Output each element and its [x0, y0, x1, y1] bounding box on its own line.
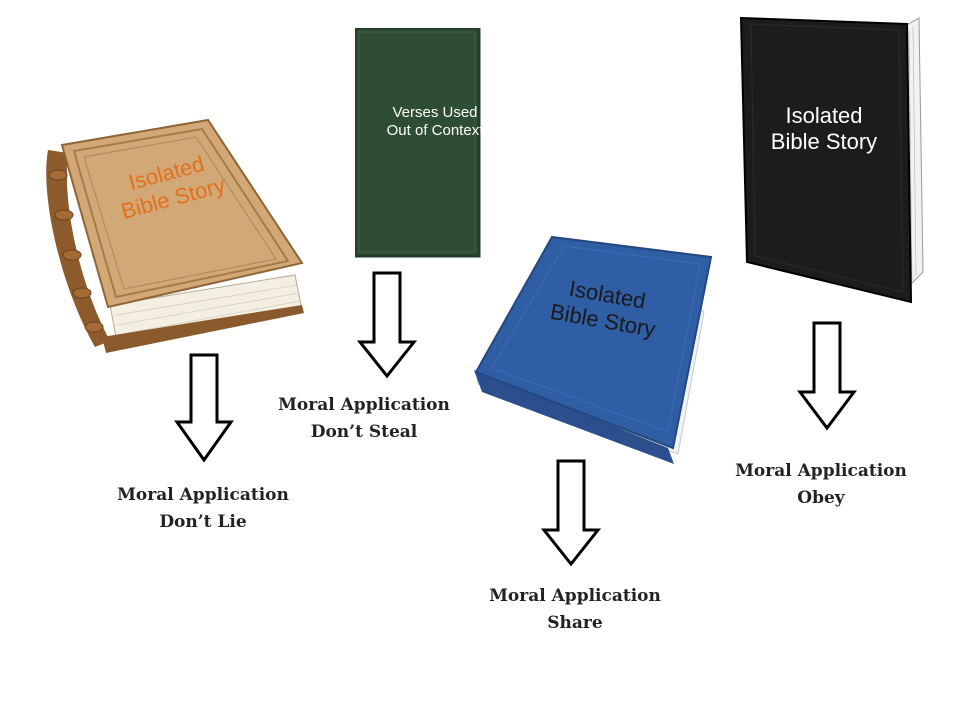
blue-book-image: [474, 235, 713, 464]
down-arrow-icon: [540, 459, 602, 567]
moral-title: Moral Application: [117, 485, 289, 505]
down-arrow-icon: [174, 353, 234, 463]
down-arrow-icon: [797, 321, 857, 431]
black-book-title-line1: Isolated: [785, 103, 863, 128]
black-book-image: [739, 16, 924, 304]
green-book-title: Verses Used Out of Context: [355, 104, 515, 140]
moral-application-dont-lie: Moral Application Don’t Lie: [103, 482, 303, 536]
moral-value: Don’t Steal: [310, 422, 418, 442]
down-arrow-icon: [356, 271, 418, 379]
moral-value: Don’t Lie: [159, 512, 247, 532]
moral-value: Share: [547, 613, 603, 633]
moral-title: Moral Application: [735, 461, 907, 481]
green-book-title-line2: Out of Context: [386, 122, 484, 139]
black-book-title-line2: Bible Story: [770, 129, 878, 155]
moral-application-share: Moral Application Share: [475, 583, 675, 637]
moral-title: Moral Application: [278, 395, 450, 415]
moral-application-dont-steal: Moral Application Don’t Steal: [264, 392, 464, 446]
black-book-title: Isolated Bible Story: [749, 103, 899, 156]
moral-value: Obey: [797, 488, 845, 508]
moral-title: Moral Application: [489, 586, 661, 606]
green-book-image: [355, 28, 481, 258]
moral-application-obey: Moral Application Obey: [721, 458, 921, 512]
green-book-title-line1: Verses Used: [392, 104, 478, 121]
brown-book-image: [46, 118, 304, 353]
